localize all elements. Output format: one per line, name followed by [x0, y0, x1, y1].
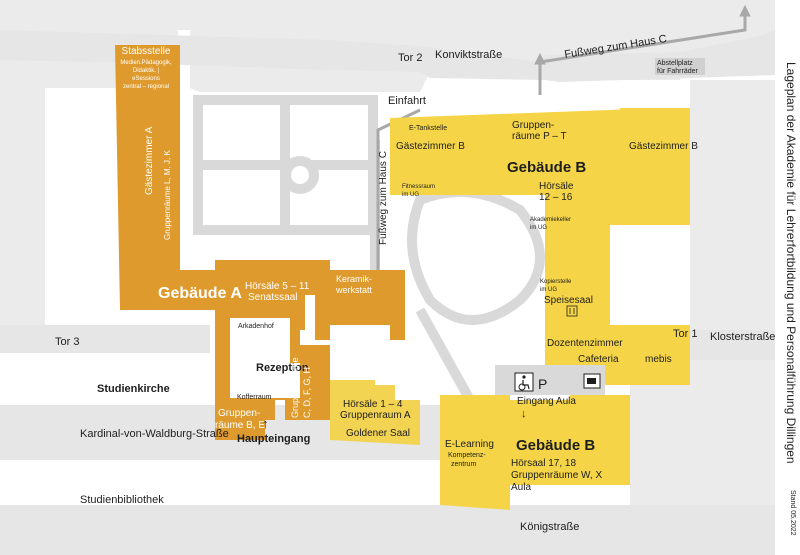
- elearning-label: E-Learning: [445, 439, 494, 450]
- keramik-label-2: werkstatt: [335, 285, 373, 295]
- hoersaele-5-11-label: Hörsäle 5 – 11: [245, 281, 310, 292]
- koenigstrasse-label: Königstraße: [520, 521, 579, 533]
- title-sidebar: Lageplan der Akademie für Lehrerfortbild…: [775, 0, 800, 555]
- studienbibliothek-label: Studienbibliothek: [80, 494, 164, 506]
- keramik-label-1: Keramik-: [336, 274, 372, 284]
- senatssaal-label: Senatssaal: [248, 292, 297, 303]
- gaestezimmer-a-label: Gästezimmer A: [144, 126, 155, 195]
- fitness-1: Fitnessraum: [402, 184, 435, 190]
- kardinal-label: Kardinal-von-Waldburg-Straße: [80, 428, 229, 440]
- building-a-keramik: [315, 270, 405, 340]
- road-koenigstrasse: [0, 505, 775, 555]
- kompetenz-1: Kompetenz-: [448, 452, 486, 459]
- rezeption-area: [230, 363, 300, 398]
- kofferraum-label: Kofferraum: [237, 394, 272, 401]
- hoersaal-17-18-label: Hörsaal 17, 18: [511, 458, 576, 469]
- gruppenraeume-wx-label: Gruppenräume W, X: [511, 470, 602, 481]
- haupteingang-arrow: ↑: [262, 416, 269, 431]
- parking-sign-icon: P: [538, 376, 547, 392]
- road-konviktstrasse: [0, 30, 775, 82]
- eingang-aula-arrow: ↓: [521, 408, 527, 420]
- fitness-2: im UG: [402, 192, 419, 198]
- kompetenz-2: zentrum: [451, 461, 476, 468]
- hall-goldener-saal: [330, 380, 420, 445]
- studienkirche-area: [45, 355, 210, 405]
- gruppenraum-a-label: Gruppenraum A: [340, 410, 411, 421]
- wheelchair-icon: [514, 372, 534, 392]
- e-tankstelle-label: E-Tankstelle: [409, 125, 447, 132]
- tor2-label: Tor 2: [398, 52, 422, 64]
- arkadenhof-label: Arkadenhof: [238, 323, 274, 330]
- dozentenzimmer-label: Dozentenzimmer: [547, 338, 623, 349]
- gebaeude-a-label: Gebäude A: [158, 285, 242, 302]
- abstellplatz-line2: für Fahrräder: [657, 68, 699, 75]
- gruppenraeume-pt-1: Gruppen-: [512, 120, 554, 131]
- gebaeude-b-south-label: Gebäude B: [516, 437, 595, 454]
- aula-label: Aula: [511, 482, 531, 493]
- building-b-south-east: [570, 395, 630, 485]
- tor1-label: Tor 1: [673, 328, 697, 340]
- stabs-sub2: Didaktik. |: [133, 68, 160, 74]
- studienkirche-label: Studienkirche: [97, 383, 170, 395]
- keramik-inner: [330, 325, 390, 360]
- eingang-aula-label: Eingang Aula: [517, 396, 576, 407]
- west-strip: [0, 88, 45, 338]
- gruppenraeume-lmjk-label: Gruppenräume L, M, J, K: [163, 150, 172, 240]
- akademiekeller-2: im UG: [530, 225, 547, 231]
- konviktstrasse-label: Konviktstraße: [435, 49, 502, 61]
- fussweg-side-label: Fußweg zum Haus C: [378, 151, 389, 245]
- stabs-sub1: Medien.Pädagogik,: [120, 60, 172, 66]
- east-strip: [690, 80, 775, 330]
- cutlery-icon: [566, 305, 578, 317]
- road-klosterstrasse: [690, 330, 775, 360]
- speisesaal-label: Speisesaal: [544, 295, 593, 306]
- tor3-label: Tor 3: [55, 336, 79, 348]
- stabs-sub3: eSessions: [132, 76, 160, 82]
- akademiekeller-1: Akademiekeller: [530, 217, 571, 223]
- einfahrt-label: Einfahrt: [388, 95, 426, 107]
- walkway-arrows: [376, 4, 751, 320]
- abstellplatz-line1: Abstellplatz: [657, 60, 693, 67]
- hoersaele-12-16-1: Hörsäle: [539, 181, 574, 192]
- gruppenraeume-be-1: Gruppen-: [218, 408, 260, 419]
- kopierstelle-1: Kopierstelle: [540, 279, 572, 285]
- building-b-south: [440, 395, 600, 510]
- gruppenraeume-be-2: räume B, E: [215, 420, 265, 431]
- abstellplatz-sign: [655, 58, 705, 75]
- cafeteria-icon: [583, 373, 601, 389]
- gruppenraeume-cdfgh-1: Gruppenräume: [290, 357, 300, 418]
- stabsstelle-label: Stabsstelle: [122, 46, 171, 57]
- gaestezimmer-b-left: Gästezimmer B: [396, 141, 465, 152]
- hoersaele-1-4-label: Hörsäle 1 – 4: [343, 399, 403, 410]
- gaestezimmer-b-right: Gästezimmer B: [629, 141, 698, 152]
- building-b-north: [390, 108, 665, 330]
- klosterstrasse-label: Klosterstraße: [710, 331, 775, 343]
- cafeteria-label: Cafeteria: [578, 354, 619, 365]
- hoersaele-12-16-2: 12 – 16: [539, 192, 573, 203]
- building-b-gaeste-right: [620, 108, 690, 225]
- haupteingang-label: Haupteingang: [237, 433, 310, 445]
- gruppenraeume-pt-2: räume P – T: [512, 131, 567, 142]
- building-a: [115, 45, 330, 440]
- mebis-label: mebis: [645, 354, 672, 365]
- road-tor3: [0, 325, 210, 353]
- kopierstelle-2: im UG: [540, 287, 557, 293]
- stabs-sub4: zentral – regional: [123, 84, 169, 90]
- gruppenraeume-cdfgh-2: C, D, F, G, H: [302, 367, 312, 418]
- map-date: Stand 05.2022: [789, 490, 796, 536]
- map-title: Lageplan der Akademie für Lehrerfortbild…: [784, 62, 798, 464]
- arkadenhof-area: [230, 318, 290, 363]
- goldener-saal-label: Goldener Saal: [346, 428, 410, 439]
- rezeption-label: Rezeption: [256, 362, 309, 374]
- gebaeude-b-north-label: Gebäude B: [507, 159, 586, 176]
